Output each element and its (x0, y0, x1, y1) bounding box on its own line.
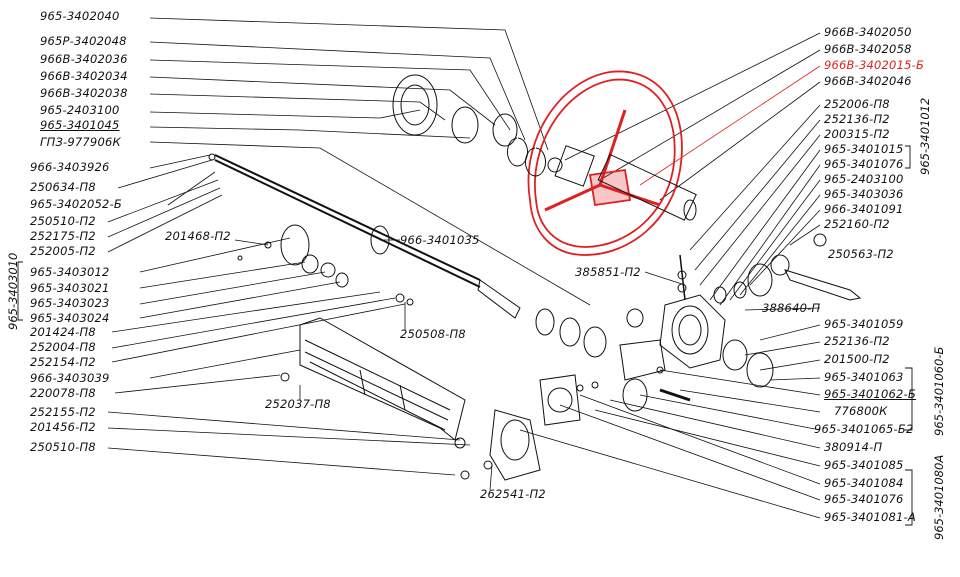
part-label: 965-3403023 (30, 296, 110, 310)
part-label: 966В-3402034 (40, 69, 128, 83)
flange-assembly (489, 374, 599, 481)
part-label: 965-3403036 (824, 187, 904, 201)
part-label: 965-2403100 (40, 103, 120, 117)
part-label: 965Р-3402048 (40, 34, 127, 48)
part-label: 965-3401045 (40, 118, 120, 132)
lower-cover (280, 317, 493, 480)
part-label: 965-3401063 (824, 370, 904, 384)
part-label: 252037-П8 (265, 397, 331, 411)
part-label: 250634-П8 (30, 180, 96, 194)
bearings-row (535, 308, 644, 358)
part-label: 252154-П2 (30, 355, 96, 369)
part-label: 965-3403021 (30, 281, 110, 295)
part-label: 965-3401062-Б (824, 387, 916, 401)
part-label: 252005-П2 (30, 244, 96, 258)
part-label: 966В-3402036 (40, 52, 128, 66)
group-label-vertical: 965-3401080А (932, 454, 946, 540)
part-label: 965-3401076 (824, 492, 904, 506)
part-label: 252175-П2 (30, 229, 96, 243)
part-label: 220078-П8 (30, 386, 96, 400)
group-label-vertical: 965-3401060-Б (932, 346, 946, 436)
part-label: 966-3403926 (30, 160, 110, 174)
part-label: 201424-П8 (30, 325, 96, 339)
part-label: 200315-П2 (824, 127, 890, 141)
part-label: 252160-П2 (824, 217, 890, 231)
part-label: 262541-П2 (480, 487, 546, 501)
hub-and-shaft-top (392, 74, 697, 221)
part-label: 965-3403024 (30, 311, 110, 325)
part-label: 385851-П2 (575, 265, 641, 279)
part-label: 965-3401081-А (824, 510, 916, 524)
part-label: 252006-П8 (824, 97, 890, 111)
part-label: 965-3402040 (40, 9, 120, 23)
part-label: 388640-П (762, 301, 821, 315)
part-label: 252155-П2 (30, 405, 96, 419)
part-label: 966В-3402046 (824, 74, 912, 88)
part-label: 966-3401035 (400, 233, 480, 247)
part-label: 250510-П2 (30, 214, 96, 228)
part-label: 965-2403100 (824, 172, 904, 186)
part-label: 965-3403012 (30, 265, 110, 279)
part-label: 380914-П (824, 440, 883, 454)
part-label: 965-3401076 (824, 157, 904, 171)
leader-lines (107, 17, 821, 519)
part-label: 252004-П8 (30, 340, 96, 354)
part-label: ГПЗ-977906К (40, 135, 121, 149)
part-label: 201468-П2 (165, 229, 231, 243)
part-label: 965-3401015 (824, 142, 904, 156)
part-label: 250563-П2 (828, 247, 894, 261)
part-label: 250508-П8 (400, 327, 466, 341)
steering-wheel-highlight (527, 70, 683, 256)
steering-column (208, 153, 521, 319)
part-label: 776800К (834, 404, 888, 418)
part-label: 965-3402052-Б (30, 197, 122, 211)
part-label: 966В-3402058 (824, 42, 912, 56)
part-label: 966-3401091 (824, 202, 904, 216)
part-label: 965-3401084 (824, 476, 904, 490)
group-label-vertical: 965-3401012 (918, 97, 932, 175)
part-label: 252136-П2 (824, 112, 890, 126)
part-label: 966В-3402050 (824, 25, 912, 39)
part-label: 250510-П8 (30, 440, 96, 454)
group-label-vertical: 965-3403010 (6, 252, 20, 330)
part-label: 201500-П2 (824, 352, 890, 366)
part-label: 252136-П2 (824, 334, 890, 348)
part-label: 965-3401085 (824, 458, 904, 472)
part-label: 965-3401065-Б2 (814, 422, 914, 436)
part-label: 965-3401059 (824, 317, 904, 331)
part-label-highlight: 966В-3402015-Б (824, 58, 925, 72)
bracket-lines (17, 145, 913, 526)
part-label: 966В-3402038 (40, 86, 128, 100)
part-label: 966-3403039 (30, 371, 110, 385)
part-label: 201456-П2 (30, 420, 96, 434)
gearbox-housing (619, 233, 862, 412)
